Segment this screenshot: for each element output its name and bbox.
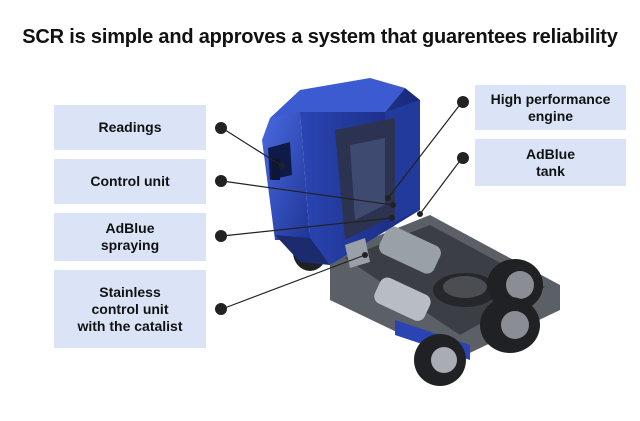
label-high-performance-engine: High performance engine xyxy=(475,85,626,130)
leader-engine xyxy=(387,101,463,199)
diagram-title: SCR is simple and approves a system that… xyxy=(22,26,618,48)
endpoint-adblue-spraying xyxy=(389,215,395,221)
rear-wheels xyxy=(480,259,543,353)
marker-readings xyxy=(215,122,227,134)
marker-adblue-tank xyxy=(457,152,469,164)
marker-stainless xyxy=(215,303,227,315)
front-wheel xyxy=(414,334,466,386)
label-adblue-spraying: AdBlue spraying xyxy=(54,213,206,261)
marker-control-unit xyxy=(215,175,227,187)
endpoint-readings xyxy=(279,163,285,169)
label-control-unit: Control unit xyxy=(54,159,206,204)
marker-engine xyxy=(457,96,469,108)
leader-lines xyxy=(221,101,463,310)
leader-control-unit xyxy=(221,180,394,206)
label-adblue-tank: AdBlue tank xyxy=(475,139,626,186)
cab xyxy=(262,78,420,268)
endpoint-engine xyxy=(385,195,391,201)
endpoint-control-unit xyxy=(390,202,396,208)
endpoint-stainless xyxy=(362,252,368,258)
markers xyxy=(215,96,469,315)
leader-adblue-spraying xyxy=(221,217,393,237)
label-readings: Readings xyxy=(54,105,206,150)
endpoint-adblue-tank xyxy=(417,211,423,217)
label-stainless-control-unit: Stainless control unit with the catalist xyxy=(54,270,206,348)
leader-stainless xyxy=(221,254,366,310)
marker-adblue-spraying xyxy=(215,230,227,242)
leader-adblue-tank xyxy=(419,157,463,215)
leader-readings xyxy=(221,127,283,167)
